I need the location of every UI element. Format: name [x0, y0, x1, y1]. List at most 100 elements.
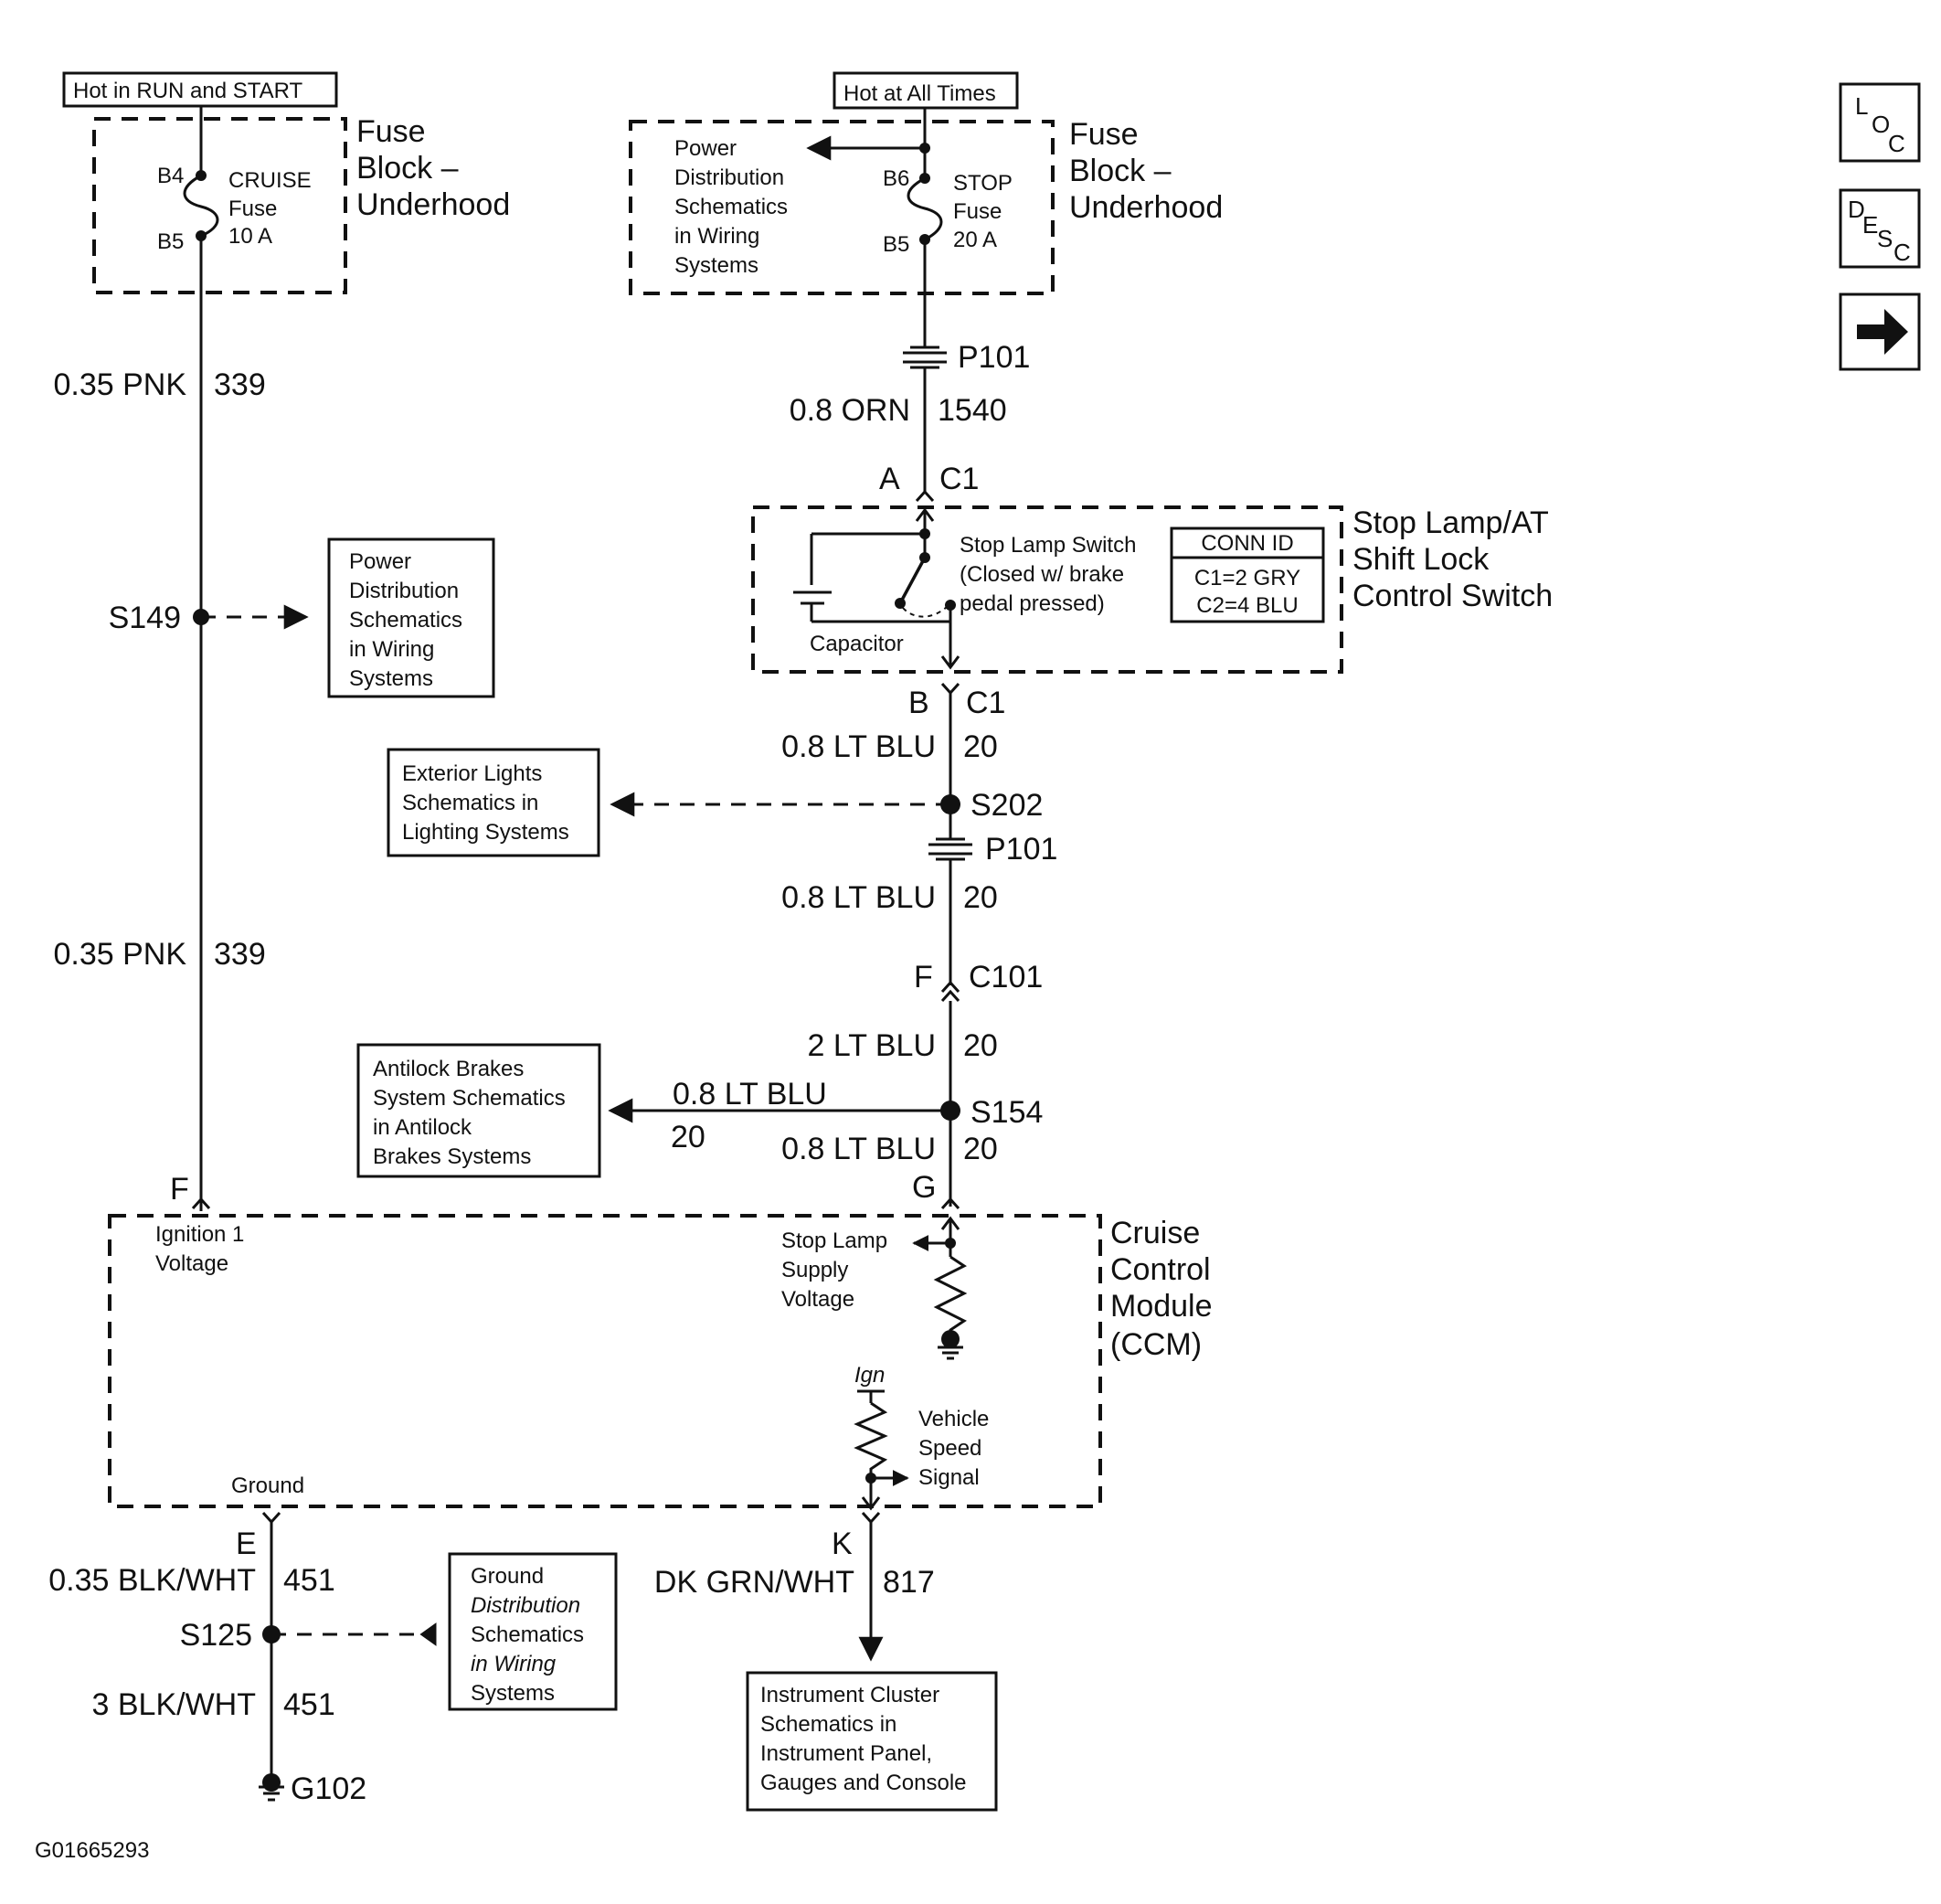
ref-exterior-2: Schematics in: [402, 791, 538, 815]
fuse-block-right-title: Fuse: [1069, 117, 1139, 152]
wire-dkgrn-color: DK GRN/WHT: [654, 1565, 854, 1600]
vss-resistor: [854, 1401, 888, 1508]
splice-s149-label: S149: [109, 601, 181, 635]
ref-ground-2: Distribution: [471, 1593, 580, 1618]
wire-pnk-bottom-color: 0.35 PNK: [53, 937, 186, 972]
stop-lamp-resistor: [933, 1255, 968, 1336]
stop-pin-out: B5: [883, 232, 909, 257]
cruise-fuse-name: CRUISE: [228, 168, 312, 193]
desc-icon-s: S: [1877, 225, 1893, 252]
wire-blkwht-2-circuit: 451: [283, 1687, 335, 1722]
desc-icon-box[interactable]: [1839, 188, 1921, 269]
ref-instrument-4: Gauges and Console: [760, 1771, 967, 1795]
ref-antilock-3: in Antilock: [373, 1115, 472, 1140]
p101-mid-label: P101: [985, 832, 1057, 867]
stop-fuse-symbol: [907, 176, 943, 241]
ref-exterior-1: Exterior Lights: [402, 761, 542, 786]
wire-ltblu-3-color: 2 LT BLU: [808, 1028, 936, 1063]
ground-g102-label: G102: [291, 1771, 366, 1806]
next-icon-box[interactable]: [1839, 293, 1921, 371]
wire-orn-color: 0.8 ORN: [790, 393, 910, 428]
ccm-vss-2: Speed: [918, 1436, 981, 1461]
fuse-block-right-outline: [629, 120, 1055, 295]
wire-blkwht-1-color: 0.35 BLK/WHT: [48, 1563, 256, 1598]
wire-blkwht-2-color: 3 BLK/WHT: [92, 1687, 256, 1722]
splice-s125-label: S125: [180, 1618, 252, 1653]
wire-orn-circuit: 1540: [938, 393, 1007, 428]
ccm-stop-supply-3: Voltage: [781, 1287, 854, 1312]
stop-fuse-type: Fuse: [953, 199, 1002, 224]
ref-exterior-3: Lighting Systems: [402, 820, 569, 845]
ref-box-antilock: [356, 1043, 601, 1178]
cruise-fuse-symbol: [183, 174, 219, 238]
wire-ltblu-3-circuit: 20: [963, 1028, 998, 1063]
wire-ltblu-4-color: 0.8 LT BLU: [781, 1132, 936, 1166]
stop-switch-title-1: Stop Lamp/AT: [1352, 505, 1549, 540]
wire-ltblu-2-color: 0.8 LT BLU: [781, 880, 936, 915]
cruise-fuse-rating: 10 A: [228, 224, 272, 249]
ccm-stop-supply-1: Stop Lamp: [781, 1229, 887, 1253]
cruise-pin-in: B4: [157, 164, 184, 188]
next-arrow-icon[interactable]: [1857, 309, 1908, 355]
ccm-pin-f: F: [170, 1172, 189, 1207]
ref-box-instrument: [746, 1671, 998, 1812]
p101-top-label: P101: [958, 340, 1030, 375]
loc-icon[interactable]: L O C: [1855, 92, 1905, 157]
splice-s125-dot: [262, 1625, 281, 1643]
capacitor-label: Capacitor: [810, 632, 904, 656]
ref-power-dist-s149-1: Power: [349, 549, 411, 574]
ref-instrument-3: Instrument Panel,: [760, 1741, 932, 1766]
c101-label: C101: [969, 960, 1043, 995]
ref-power-dist-s149-2: Distribution: [349, 579, 459, 603]
conn-id-box: [1170, 527, 1325, 623]
fuse-block-left-title-3: Underhood: [356, 187, 510, 222]
ref-antilock-2: System Schematics: [373, 1086, 566, 1111]
ref-ground-3: Schematics: [471, 1622, 584, 1647]
wire-dkgrn-circuit: 817: [883, 1565, 935, 1600]
conn-id-c2: C2=4 BLU: [1196, 593, 1298, 618]
fuse-block-right-title-2: Block –: [1069, 154, 1172, 188]
splice-s202-label: S202: [970, 788, 1043, 823]
fuse-block-left-title: Fuse: [356, 114, 426, 149]
desc-icon[interactable]: D E S C: [1848, 196, 1911, 266]
c1-top-label: C1: [939, 462, 979, 496]
ccm-vss-1: Vehicle: [918, 1407, 989, 1431]
ccm-stop-supply-2: Supply: [781, 1258, 848, 1282]
cruise-pin-out: B5: [157, 229, 184, 254]
ref-power-dist-top-2: Distribution: [674, 165, 784, 190]
ccm-pin-e: E: [236, 1526, 257, 1561]
ref-power-dist-top-3: Schematics: [674, 195, 788, 219]
p101-top-symbol: [903, 346, 947, 369]
stop-switch-label-1: Stop Lamp Switch: [960, 533, 1136, 558]
wire-ltblu-branch-color: 0.8 LT BLU: [673, 1077, 827, 1112]
desc-icon-c: C: [1893, 239, 1911, 266]
ccm-outline: [108, 1214, 1102, 1508]
ccm-ignition-1: Ignition 1: [155, 1222, 244, 1247]
figure-id: G01665293: [35, 1838, 149, 1863]
loc-icon-l: L: [1855, 92, 1868, 120]
ref-ground-1: Ground: [471, 1564, 544, 1589]
ref-ground-4: in Wiring: [471, 1652, 557, 1676]
ccm-ign: Ign: [854, 1363, 885, 1388]
cruise-fuse-type: Fuse: [228, 197, 277, 221]
loc-icon-o: O: [1872, 111, 1890, 138]
wire-pnk-top-circuit: 339: [214, 367, 266, 402]
ccm-pin-k: K: [832, 1526, 853, 1561]
loc-icon-box[interactable]: [1839, 82, 1921, 163]
ccm-ground: Ground: [231, 1473, 304, 1498]
wire-pnk-bottom-circuit: 339: [214, 937, 266, 972]
stop-fuse-rating: 20 A: [953, 228, 997, 252]
splice-s149-dot: [193, 609, 209, 625]
ccm-title-3: Module: [1110, 1289, 1213, 1324]
c101-pin: F: [914, 960, 933, 995]
conn-id-c1: C1=2 GRY: [1194, 566, 1300, 590]
stop-switch-label-3: pedal pressed): [960, 591, 1105, 616]
stop-pin-in: B6: [883, 166, 909, 191]
ref-ground-5: Systems: [471, 1681, 555, 1706]
ref-power-dist-top-5: Systems: [674, 253, 758, 278]
c1-top-pin: A: [879, 462, 900, 496]
hot-all-times-label: Hot at All Times: [843, 81, 996, 106]
ref-antilock-1: Antilock Brakes: [373, 1057, 524, 1081]
hot-run-start-label: Hot in RUN and START: [73, 79, 303, 103]
